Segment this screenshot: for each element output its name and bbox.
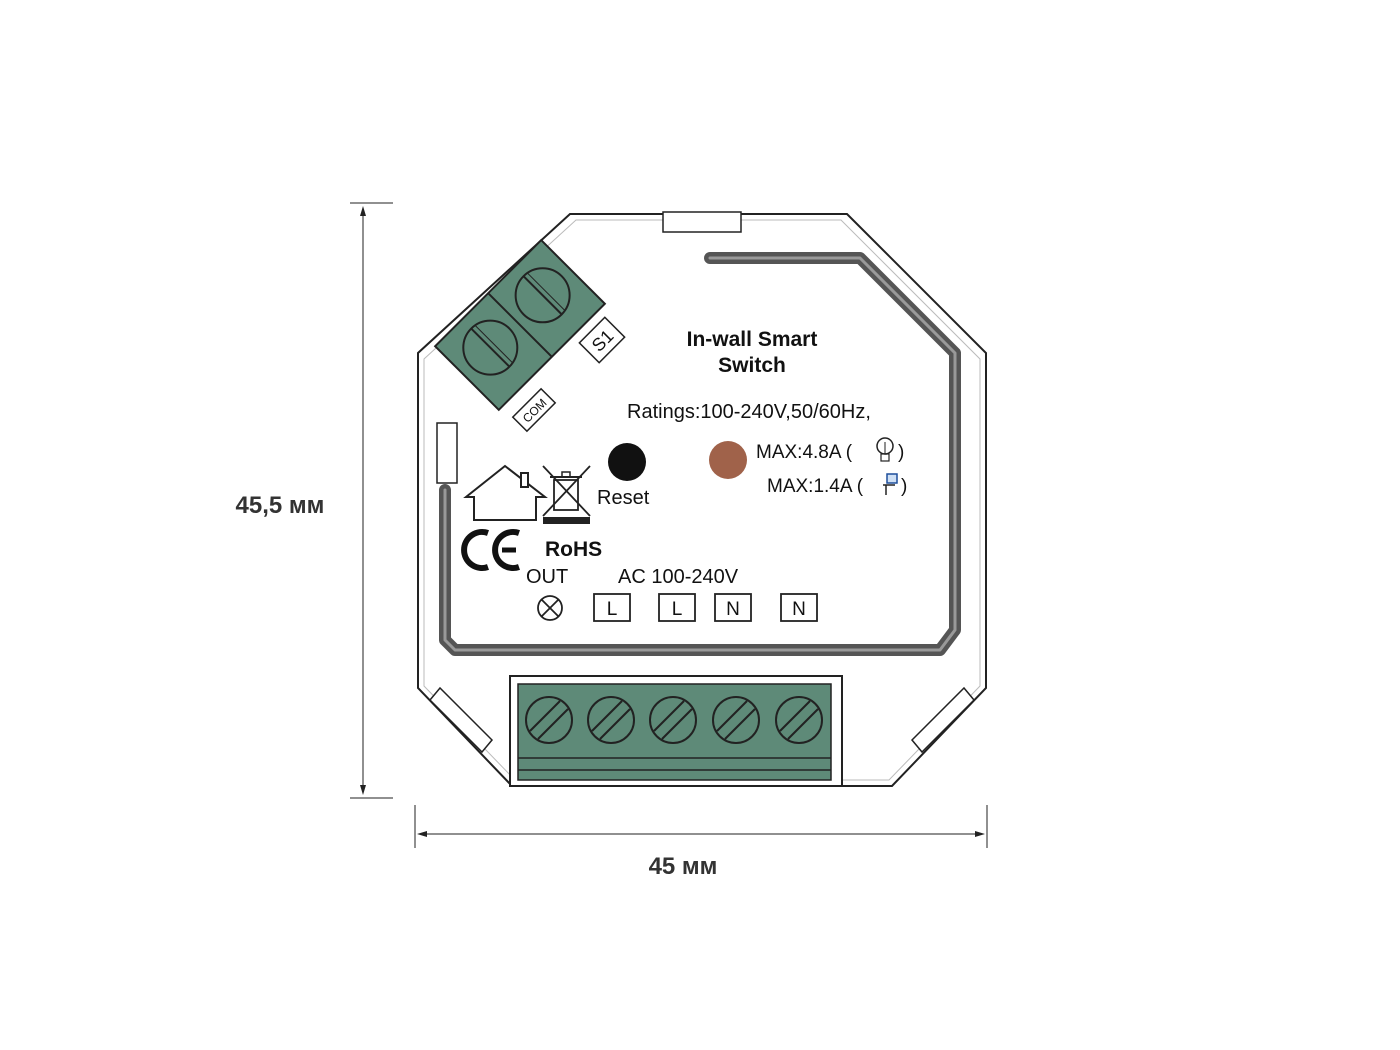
terminal-screw[interactable]: [649, 696, 697, 744]
rohs-label: RoHS: [545, 538, 602, 561]
terminal-label-n2: N: [780, 593, 818, 622]
terminal-screw[interactable]: [775, 696, 823, 744]
height-label: 45,5 мм: [236, 492, 325, 519]
out-label: OUT: [526, 566, 568, 588]
motor-icon: [883, 473, 898, 495]
ratings-text: Ratings:100-240V,50/60Hz,: [627, 401, 871, 423]
terminal-label-l1: L: [593, 593, 631, 622]
terminal-label-l2: L: [658, 593, 696, 622]
max-motor-close: ): [901, 476, 907, 497]
device-title-line2: Switch: [718, 354, 786, 377]
svg-text:L: L: [672, 599, 683, 620]
reset-button[interactable]: [608, 443, 646, 481]
max-motor-text: MAX:1.4A (: [767, 476, 864, 497]
top-notch: [662, 211, 742, 233]
top-terminal-block: [433, 238, 607, 412]
width-label: 45 мм: [649, 853, 718, 880]
lamp-output-icon: [537, 595, 563, 621]
terminal-screw[interactable]: [712, 696, 760, 744]
max-resistive-close: ): [898, 442, 904, 463]
ce-mark-icon: [461, 529, 520, 571]
screw-row: [525, 696, 823, 744]
weee-bin-icon: [542, 465, 591, 524]
svg-text:N: N: [726, 599, 740, 620]
reset-label: Reset: [597, 487, 650, 509]
width-dimension: [414, 805, 988, 848]
device-title-line1: In-wall Smart: [687, 328, 818, 351]
max-resistive-text: MAX:4.8A (: [756, 442, 853, 463]
house-icon: [463, 464, 548, 521]
terminal-screw[interactable]: [587, 696, 635, 744]
antenna-slot: [436, 422, 458, 484]
clip-left: [428, 686, 494, 754]
clip-right: [910, 686, 976, 754]
terminal-screw[interactable]: [525, 696, 573, 744]
device-housing: [417, 213, 987, 787]
status-led: [709, 441, 747, 479]
svg-text:N: N: [792, 599, 806, 620]
terminal-label-n1: N: [714, 593, 752, 622]
ac-voltage-label: AC 100-240V: [618, 566, 739, 588]
height-dimension: [350, 202, 393, 799]
svg-text:L: L: [607, 599, 618, 620]
bulb-icon: [876, 437, 894, 462]
